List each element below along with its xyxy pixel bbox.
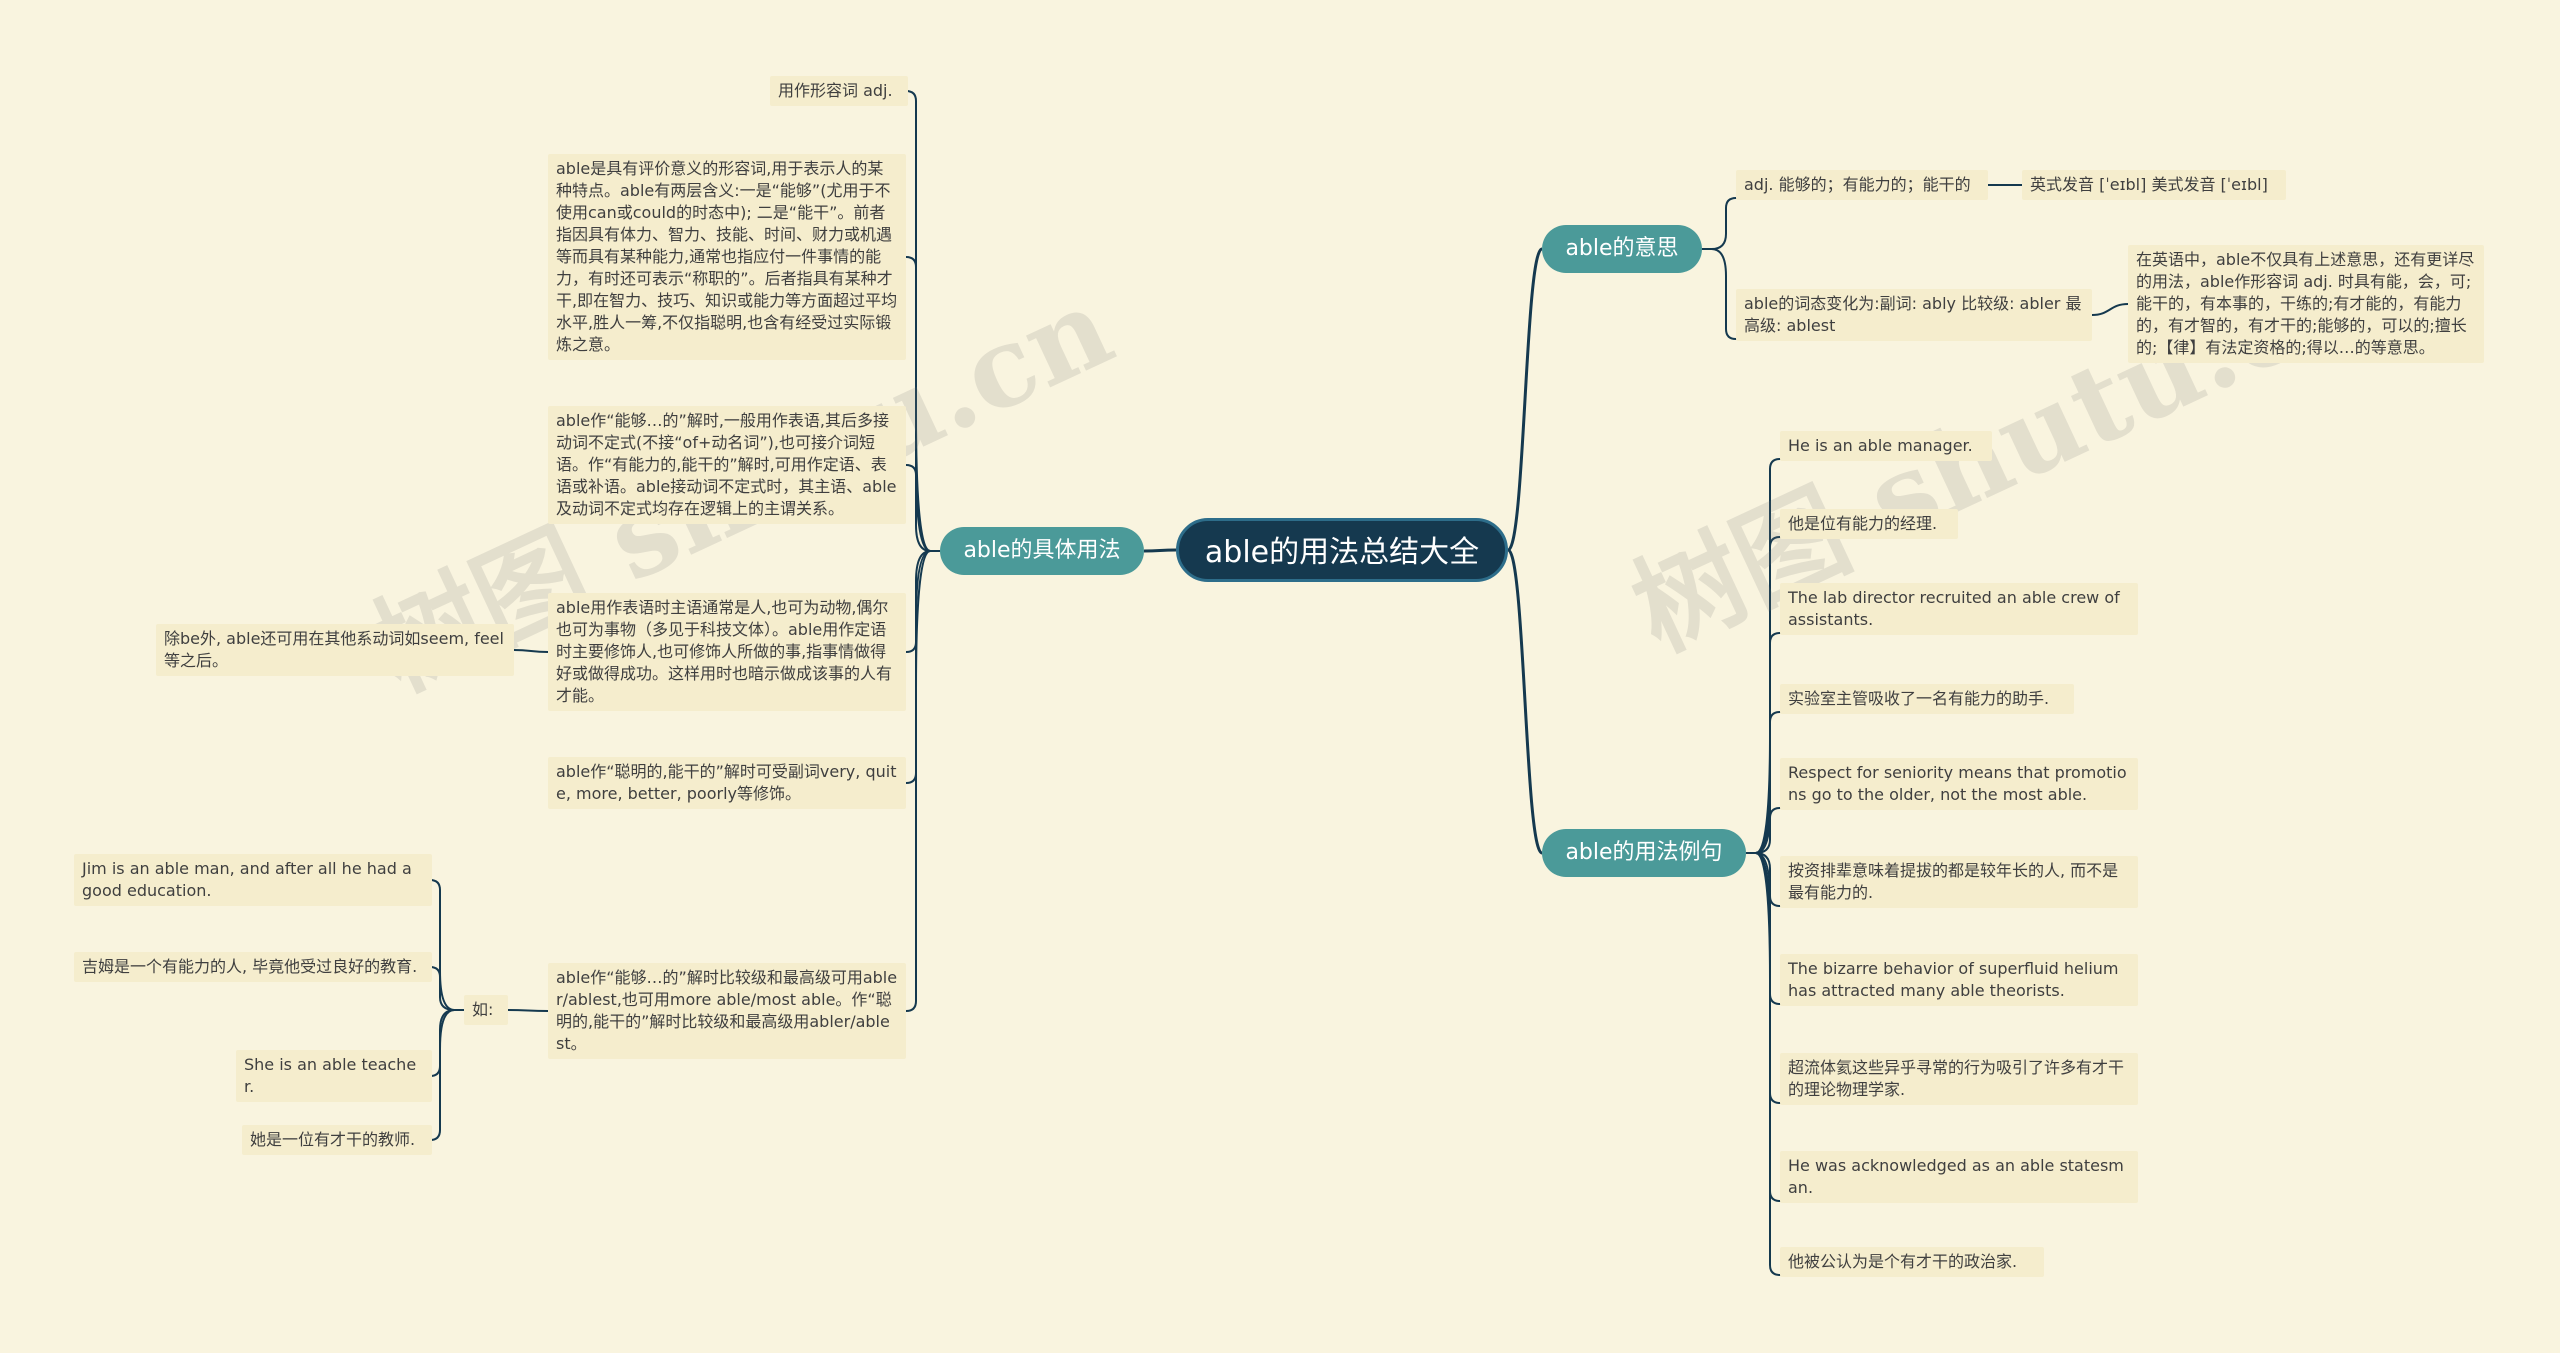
edge-meaning-1 — [1702, 197, 1742, 250]
example-sentence-1[interactable]: He is an able manager. — [1780, 431, 1992, 461]
meaning-adj[interactable]: adj. 能够的；有能力的；能干的 — [1736, 170, 1988, 200]
usage-note-1[interactable]: able是具有评价意义的形容词,用于表示人的某种特点。able有两层含义:一是“… — [548, 154, 906, 360]
usage-example-3[interactable]: She is an able teacher. — [236, 1050, 432, 1102]
example-sentence-4[interactable]: 实验室主管吸收了一名有能力的助手. — [1780, 684, 2074, 714]
edge-ru-2 — [429, 966, 464, 1011]
edge-ru-4 — [429, 1009, 464, 1141]
usage-example-2[interactable]: 吉姆是一个有能力的人, 毕竟他受过良好的教育. — [74, 952, 432, 982]
usage-note-3[interactable]: able用作表语时主语通常是人,也可为动物,偶尔也可为事物（多见于科技文体）。a… — [548, 593, 906, 711]
example-sentence-2[interactable]: 他是位有能力的经理. — [1780, 509, 1958, 539]
root-topic[interactable]: able的用法总结大全 — [1176, 518, 1508, 582]
meaning-word-forms[interactable]: able的词态变化为:副词: ably 比较级: abler 最高级: able… — [1736, 289, 2092, 341]
branch-meaning[interactable]: able的意思 — [1542, 225, 1702, 273]
edge-forms-detail — [2091, 303, 2129, 316]
usage-note-4[interactable]: able作“聪明的,能干的”解时可受副词very, quite, more, b… — [548, 757, 906, 809]
branch-usage[interactable]: able的具体用法 — [940, 527, 1144, 575]
edge-root-examples — [1506, 548, 1544, 855]
edge-usage-3 — [905, 464, 940, 552]
usage-examples-label[interactable]: 如: — [464, 995, 508, 1025]
usage-note-2[interactable]: able作“能够…的”解时,一般用作表语,其后多接动词不定式(不接“of+动名词… — [548, 406, 906, 524]
usage-example-1[interactable]: Jim is an able man, and after all he had… — [74, 854, 432, 906]
edge-root-usage — [1143, 548, 1177, 553]
example-sentence-8[interactable]: 超流体氦这些异乎寻常的行为吸引了许多有才干的理论物理学家. — [1780, 1053, 2138, 1105]
usage-example-4[interactable]: 她是一位有才干的教师. — [242, 1125, 432, 1155]
branch-examples[interactable]: able的用法例句 — [1542, 829, 1746, 877]
edge-usage-6 — [905, 550, 940, 1012]
example-sentence-9[interactable]: He was acknowledged as an able statesman… — [1780, 1151, 2138, 1203]
edge-examples-5 — [1746, 807, 1786, 854]
edge-root-meaning — [1506, 247, 1544, 552]
edge-usage-4 — [905, 550, 940, 653]
edge-ru-3 — [429, 1009, 464, 1077]
usage-note-3-extra[interactable]: 除be外, able还可用在其他系动词如seem, feel等之后。 — [156, 624, 514, 676]
edge-usage-1 — [905, 90, 940, 552]
edge-ru-1 — [429, 879, 464, 1011]
example-sentence-7[interactable]: The bizarre behavior of superfluid heliu… — [1780, 954, 2138, 1006]
edge-u4-note — [513, 649, 549, 653]
edge-u6-ru — [507, 1009, 549, 1012]
usage-note-5[interactable]: able作“能够…的”解时比较级和最高级可用abler/ablest,也可用mo… — [548, 963, 906, 1059]
meaning-pronunciation[interactable]: 英式发音 [ˈeɪbl] 美式发音 [ˈeɪbl] — [2022, 170, 2286, 200]
example-sentence-10[interactable]: 他被公认为是个有才干的政治家. — [1780, 1247, 2044, 1277]
edge-examples-10 — [1746, 852, 1786, 1276]
example-sentence-3[interactable]: The lab director recruited an able crew … — [1780, 583, 2138, 635]
edge-usage-2 — [905, 256, 940, 552]
edge-examples-4 — [1746, 711, 1786, 854]
meaning-detail[interactable]: 在英语中，able不仅具有上述意思，还有更详尽的用法，able作形容词 adj.… — [2128, 245, 2484, 363]
example-sentence-5[interactable]: Respect for seniority means that promoti… — [1780, 758, 2138, 810]
edge-meaning-2 — [1702, 248, 1742, 340]
edge-usage-5 — [905, 550, 940, 784]
example-sentence-6[interactable]: 按资排辈意味着提拔的都是较年长的人, 而不是最有能力的. — [1780, 856, 2138, 908]
usage-adjective[interactable]: 用作形容词 adj. — [770, 76, 908, 106]
